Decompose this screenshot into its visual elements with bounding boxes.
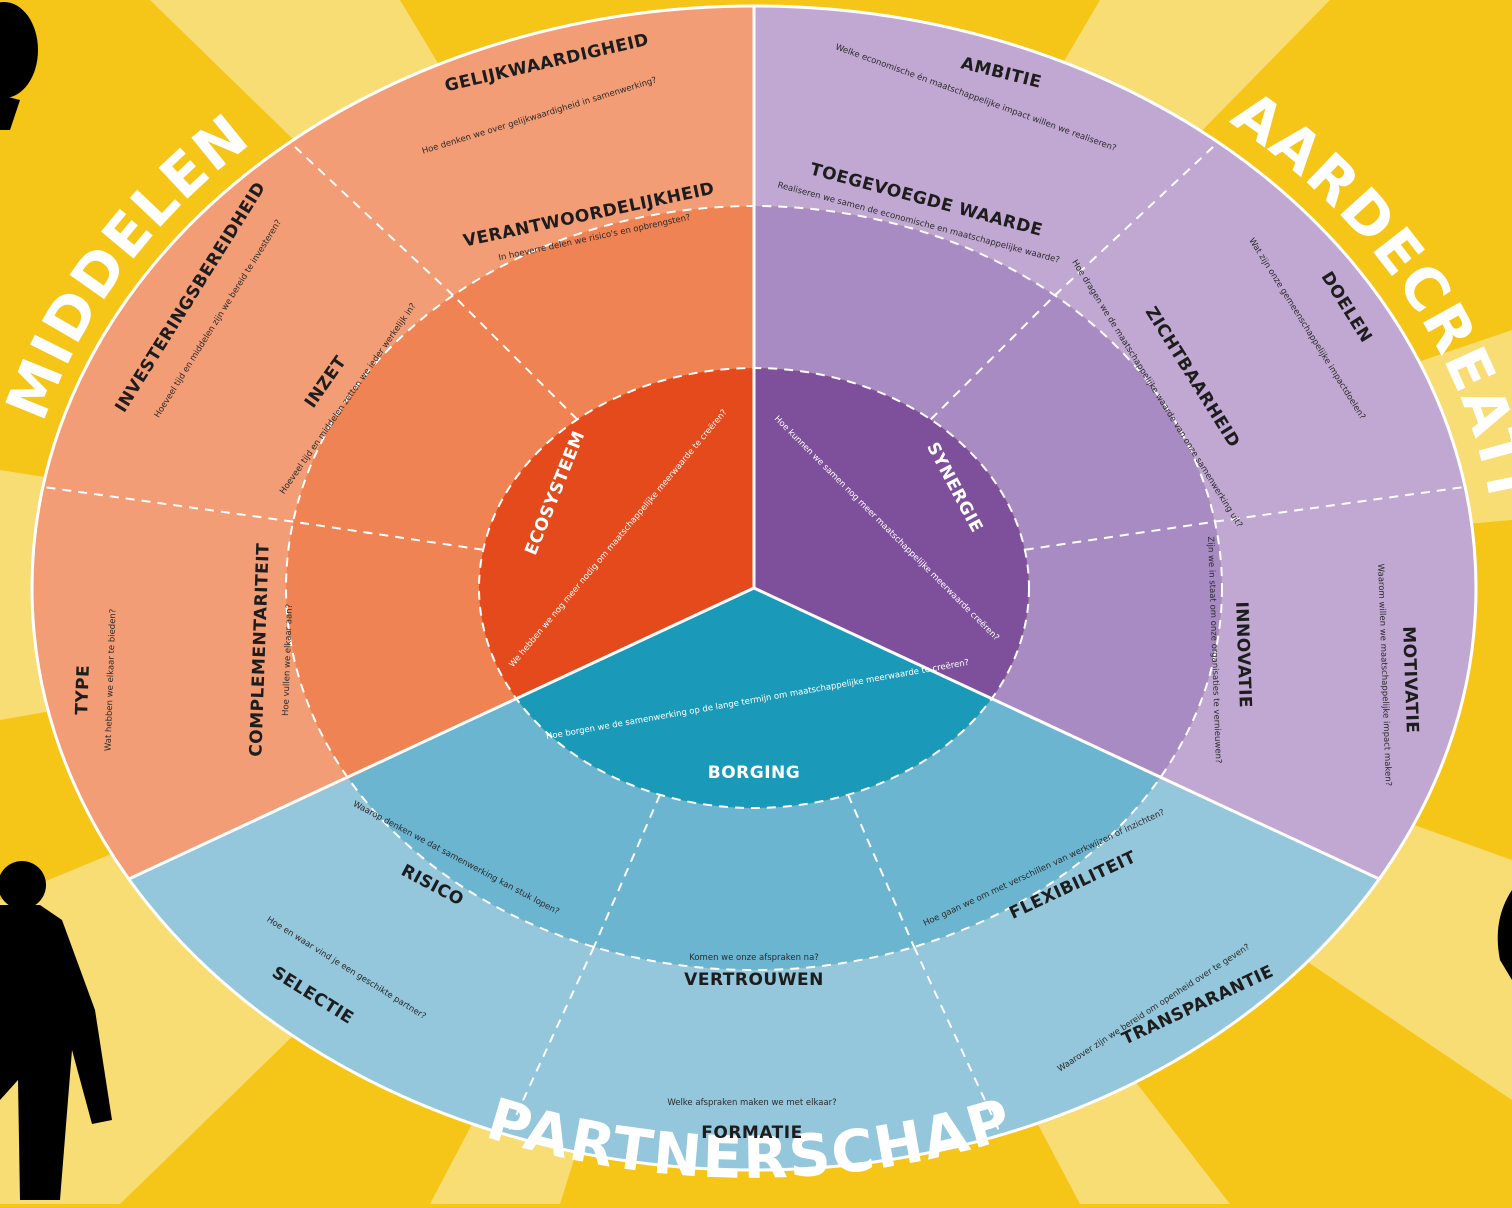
person-silhouette-icon [1497,890,1512,980]
divider-dash [289,141,454,297]
segment-middelen-ring-0 [479,368,754,698]
question-vertrouwen: Komen we onze afspraken na? [689,953,819,963]
outer-rim [30,4,1478,1172]
person-silhouette-icon [0,2,38,130]
divider-dash [1024,520,1216,551]
divider-lines [30,4,1478,1172]
segment-middelen-ring-2 [31,6,754,879]
title-innovatie: INNOVATIE [1231,601,1255,708]
divider-dash [847,794,915,948]
divider-dash [593,794,661,948]
segment-partnerschap-ring-2 [128,779,1380,1170]
group-separator [753,586,1380,881]
divider-dash [930,294,1056,421]
divider-dash [1054,141,1219,297]
wheel-segments [31,6,1476,1170]
question-type: Wat hebben we elkaar te bieden? [104,609,119,752]
segment-middelen-ring-1 [286,206,754,779]
group-separator [128,586,755,881]
person-silhouette-icon [0,861,112,1200]
divider-dash [452,294,578,421]
title-type: TYPE [72,664,94,715]
divider-dash [1214,485,1466,523]
question-complementariteit: Hoe vullen we elkaar aan? [281,604,295,716]
title-vertrouwen: VERTROUWEN [684,970,824,990]
segment-waardecreatie-ring-1 [754,206,1222,779]
divider-dash [292,520,484,551]
question-formatie: Welke afspraken maken we met elkaar? [667,1098,836,1108]
segment-partnerschap-ring-1 [348,698,1160,970]
segment-waardecreatie-ring-2 [754,6,1476,879]
segment-waardecreatie-ring-0 [754,368,1029,698]
divider-dash [42,485,294,523]
title-motivatie: MOTIVATIE [1398,626,1422,734]
center-title-borging: BORGING [708,763,800,783]
divider-dash [506,946,595,1136]
divider-dash [913,946,1002,1136]
title-formatie: FORMATIE [701,1123,802,1143]
